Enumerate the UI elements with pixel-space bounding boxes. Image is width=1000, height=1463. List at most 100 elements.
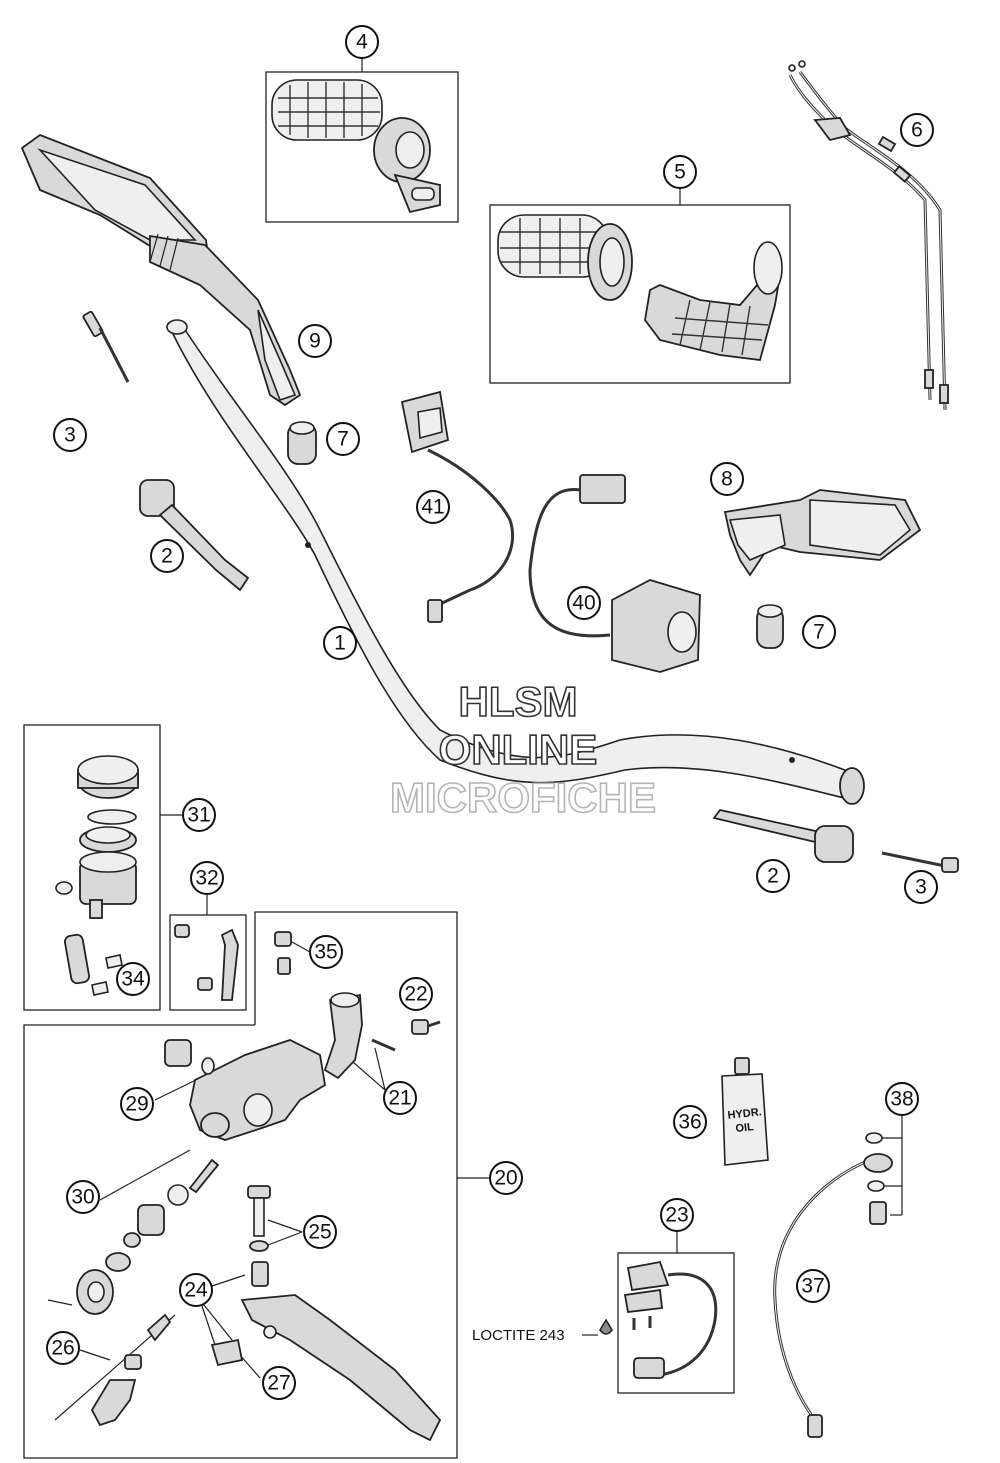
throttle-grip	[271, 79, 441, 214]
leader-35	[291, 941, 311, 953]
leader-27	[239, 1354, 261, 1379]
svg-text:41: 41	[421, 496, 444, 519]
callout-2-left: 2	[150, 539, 184, 573]
callout-4: 4	[345, 25, 379, 59]
callout-2-right: 2	[756, 859, 790, 893]
svg-text:9: 9	[309, 330, 321, 353]
svg-text:6: 6	[911, 119, 923, 142]
callout-27: 27	[262, 1366, 296, 1400]
callout-21: 21	[383, 1081, 417, 1115]
loctite-note: LOCTITE 243	[472, 1327, 565, 1344]
svg-text:21: 21	[388, 1087, 411, 1110]
svg-text:34: 34	[121, 968, 145, 991]
bar-end-left	[139, 479, 250, 592]
right-mirror	[723, 489, 922, 577]
callout-23: 23	[660, 1198, 694, 1232]
svg-text:7: 7	[337, 428, 349, 451]
clamp-21	[323, 992, 396, 1080]
svg-text:22: 22	[404, 983, 427, 1006]
handlebar	[166, 319, 865, 805]
svg-text:32: 32	[195, 867, 218, 890]
leader-26	[79, 1349, 111, 1361]
svg-text:5: 5	[674, 161, 686, 184]
callout-25: 25	[303, 1215, 337, 1249]
svg-text:40: 40	[572, 592, 595, 615]
svg-text:23: 23	[665, 1204, 688, 1227]
leader-25a	[267, 1219, 303, 1233]
watermark: HLSM ONLINE MICROFICHE	[389, 677, 657, 822]
svg-text:35: 35	[314, 941, 337, 964]
banjo-bolt-38	[865, 1132, 887, 1225]
hydraulic-oil-bottle: HYDR. OIL	[721, 1057, 769, 1166]
svg-text:7: 7	[813, 621, 825, 644]
leader-30	[99, 1149, 191, 1201]
callout-6: 6	[900, 113, 934, 147]
left-mirror	[20, 133, 302, 407]
group-box-5	[489, 204, 791, 384]
callout-5: 5	[663, 155, 697, 189]
svg-text:4: 4	[356, 31, 368, 54]
svg-text:38: 38	[890, 1088, 913, 1111]
group-box-20	[23, 911, 458, 1459]
master-cylinder-body	[164, 1039, 326, 1141]
piston-kit	[76, 1158, 220, 1315]
callout-37: 37	[796, 1269, 830, 1303]
switch-41	[400, 390, 515, 623]
reservoir-assembly	[55, 755, 139, 996]
svg-text:8: 8	[721, 468, 733, 491]
leader-30b	[47, 1299, 73, 1306]
svg-text:30: 30	[71, 1186, 94, 1209]
svg-text:36: 36	[678, 1111, 701, 1134]
adjuster-26	[90, 1313, 172, 1427]
leader-21b	[374, 1047, 386, 1091]
callout-34: 34	[116, 962, 150, 996]
callout-35: 35	[309, 935, 343, 969]
throttle-cables	[788, 60, 949, 411]
svg-text:29: 29	[125, 1093, 148, 1116]
callout-3-left: 3	[53, 418, 87, 452]
bolt-right	[881, 851, 959, 873]
callout-3-right: 3	[904, 870, 938, 904]
callout-30: 30	[66, 1180, 100, 1214]
bottle-label-line1: HYDR.	[727, 1106, 762, 1122]
callout-7-left: 7	[326, 422, 360, 456]
group-box-31	[23, 724, 161, 1011]
bar-weight-right	[756, 604, 784, 649]
fitting-35	[274, 931, 292, 975]
svg-text:25: 25	[308, 1221, 331, 1244]
pivot-bolt	[247, 1185, 271, 1252]
svg-text:3: 3	[64, 424, 76, 447]
watermark-line3: MICROFICHE	[390, 774, 656, 821]
bolt-left	[82, 310, 130, 383]
callout-1: 1	[323, 626, 357, 660]
callout-24: 24	[179, 1273, 213, 1307]
leader-29	[154, 1077, 201, 1101]
callout-38: 38	[885, 1082, 919, 1116]
callout-7-right: 7	[802, 615, 836, 649]
callout-29: 29	[120, 1087, 154, 1121]
grip-set	[497, 214, 783, 361]
bar-end-right	[712, 808, 854, 863]
bolt-22	[411, 1019, 441, 1035]
callout-31: 31	[182, 798, 216, 832]
leader-24c	[199, 1299, 233, 1341]
svg-text:31: 31	[187, 804, 210, 827]
brake-switch	[599, 1260, 718, 1379]
callout-36: 36	[673, 1105, 707, 1139]
callout-22: 22	[399, 977, 433, 1011]
brake-lever	[210, 1261, 442, 1442]
svg-text:1: 1	[334, 632, 346, 655]
callout-8: 8	[710, 462, 744, 496]
watermark-line1: HLSM	[459, 678, 578, 725]
switch-40	[528, 474, 701, 673]
svg-text:20: 20	[494, 1167, 517, 1190]
leader-25b	[267, 1231, 303, 1246]
svg-text:27: 27	[267, 1372, 290, 1395]
watermark-line2: ONLINE	[439, 726, 598, 773]
bar-weight-left	[287, 421, 317, 465]
svg-text:2: 2	[161, 545, 173, 568]
leader-24b	[199, 1299, 216, 1346]
callout-40: 40	[567, 586, 601, 620]
svg-text:24: 24	[184, 1279, 208, 1302]
